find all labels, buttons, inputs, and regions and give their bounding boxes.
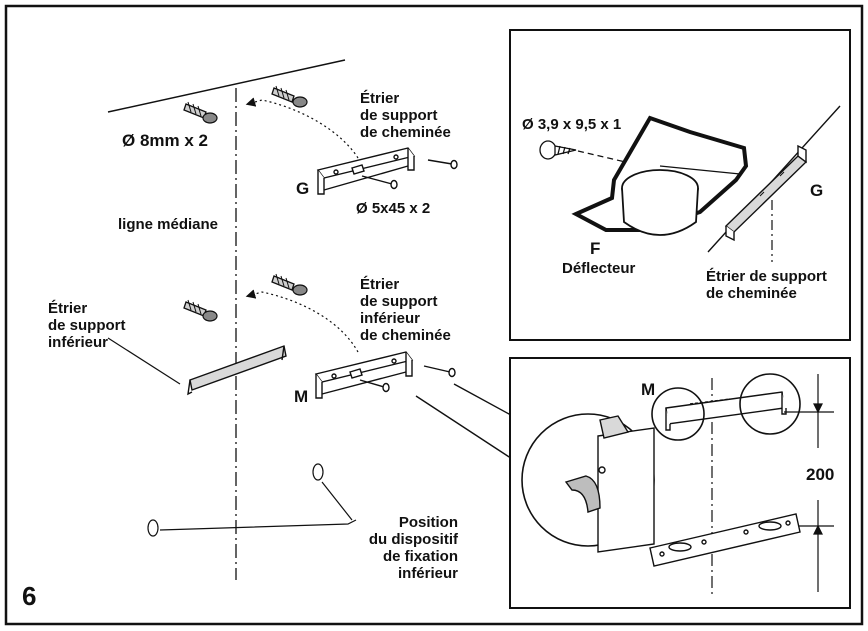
upper-dowel-right: [271, 85, 308, 108]
deflector-name: Déflecteur: [562, 260, 636, 277]
support-leader: [107, 337, 181, 385]
lower-plate: [649, 513, 801, 567]
detail-screw: [539, 140, 577, 160]
zoom-circle-right: [739, 373, 801, 435]
lower-dotted-arrow: [245, 289, 359, 353]
upper-dowel-left: [183, 101, 218, 124]
screw-size-label: Ø 5x45 x 2: [356, 200, 431, 217]
ceiling-line: [107, 59, 346, 113]
support-bracket-label: Étrier de support inférieur: [48, 300, 126, 351]
dowel-size-label: Ø 8mm x 2: [122, 131, 208, 150]
lower-support-bracket: [187, 345, 287, 396]
deflector-letter: F: [590, 239, 601, 258]
lower-bracket: [314, 351, 414, 399]
centre-line-label: ligne médiane: [118, 216, 219, 233]
magnified-bracket: [564, 415, 655, 553]
fixing-hole-right: [312, 463, 324, 481]
lower-bracket-letter: M: [294, 387, 309, 406]
upper-dotted-arrow: [245, 97, 359, 159]
lower-dowel-right: [271, 273, 308, 296]
lower-bracket-label: Étrier de support inférieur de cheminée: [360, 276, 451, 344]
upper-bracket-letter: G: [296, 179, 310, 198]
detail-screw-size: Ø 3,9 x 9,5 x 1: [522, 116, 622, 133]
distance-label: 200: [806, 465, 835, 484]
upper-screws: [361, 159, 458, 190]
deflector: [571, 115, 749, 236]
detail-bracket-g: [724, 144, 808, 242]
detail-bracket-letter: G: [810, 181, 824, 200]
fixing-leaders: [159, 481, 357, 531]
fixing-position-label: Position du dispositif de fixation infér…: [368, 514, 458, 582]
upper-bracket-label: Étrier de support de cheminée: [360, 90, 451, 141]
fixing-hole-left: [147, 519, 159, 537]
lower-screws: [359, 365, 456, 393]
outer-frame: [4, 4, 864, 626]
step-number: 6: [22, 581, 37, 611]
detail-bracket-name: Étrier de support de cheminée: [706, 268, 827, 302]
upper-bracket: [316, 147, 416, 195]
detail-m-letter: M: [641, 380, 656, 399]
zoom-circle-left: [651, 387, 705, 441]
detail-bracket-m: [665, 391, 787, 431]
lower-dowel-left: [183, 299, 218, 322]
